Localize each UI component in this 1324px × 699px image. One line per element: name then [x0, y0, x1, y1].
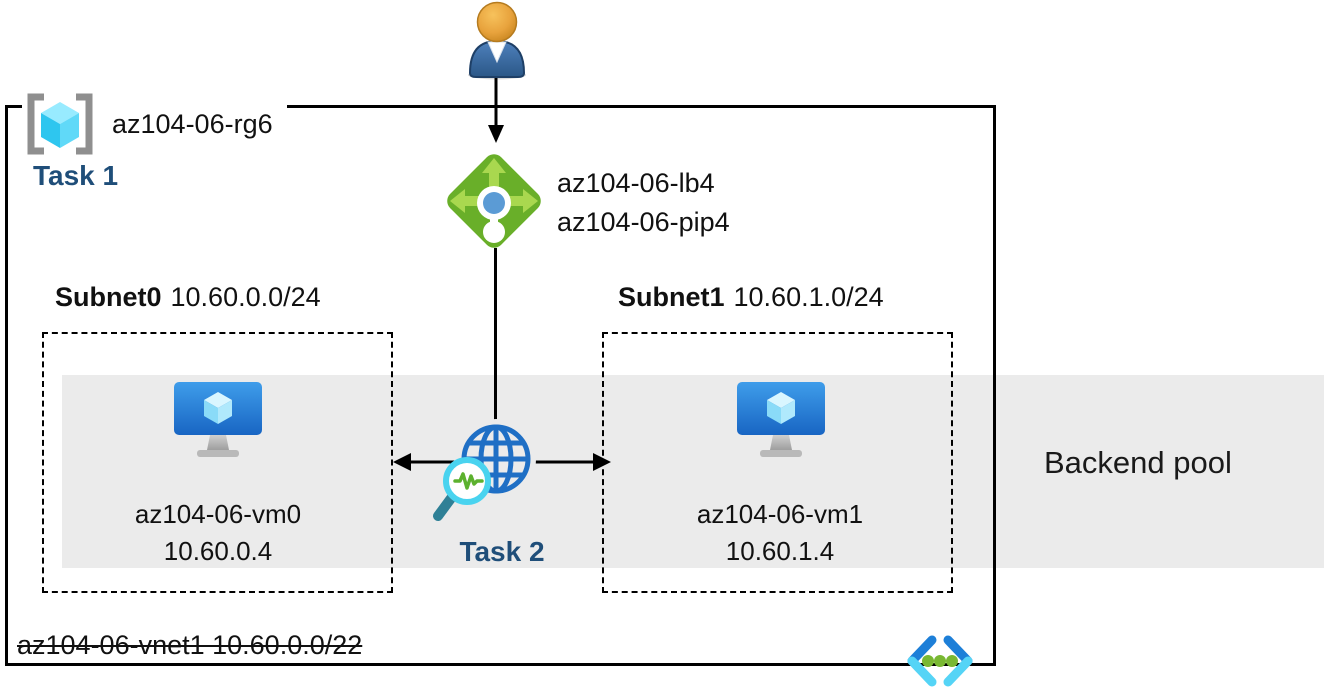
globe-magnifier-icon	[433, 419, 536, 521]
subnet0-name: Subnet0	[55, 282, 162, 312]
load-balancer-labels: az104-06-lb4 az104-06-pip4	[557, 164, 730, 242]
load-balancer-icon	[447, 154, 541, 248]
lb-to-globe-connector	[494, 248, 497, 462]
backend-pool-band	[62, 375, 1324, 568]
lb-name: az104-06-lb4	[557, 168, 715, 198]
lb-pip-name: az104-06-pip4	[557, 207, 730, 237]
backend-pool-label: Backend pool	[1044, 445, 1232, 480]
virtual-network-icon	[907, 635, 973, 687]
user-to-lb-arrow	[488, 78, 504, 143]
vm1-ip: 10.60.1.4	[725, 536, 835, 566]
resource-group-icon	[27, 93, 93, 155]
user-icon	[468, 1, 526, 80]
vm1-name: az104-06-vm1	[696, 499, 864, 529]
virtual-machine-icon-vm0	[174, 382, 262, 457]
subnet1-label: Subnet1 10.60.1.0/24	[618, 282, 884, 313]
subnet0-box	[42, 332, 393, 593]
task2-label: Task 2	[459, 536, 545, 567]
virtual-machine-icon-vm1	[737, 382, 825, 457]
subnet1-cidr: 10.60.1.0/24	[733, 282, 884, 312]
resource-group-name: az104-06-rg6	[112, 109, 273, 139]
subnet0-label: Subnet0 10.60.0.0/24	[55, 282, 321, 313]
vm1-labels: az104-06-vm1 10.60.1.4	[630, 496, 930, 570]
vnet-label: az104-06-vnet1 10.60.0.0/22	[17, 630, 363, 660]
resource-group-border	[5, 105, 996, 666]
resource-group-header: az104-06-rg6	[22, 90, 287, 158]
subnet0-cidr: 10.60.0.0/24	[170, 282, 321, 312]
subnet1-name: Subnet1	[618, 282, 725, 312]
vm0-labels: az104-06-vm0 10.60.0.4	[68, 496, 368, 570]
task1-label: Task 1	[33, 160, 119, 191]
vm0-ip: 10.60.0.4	[163, 536, 273, 566]
vm0-name: az104-06-vm0	[134, 499, 302, 529]
